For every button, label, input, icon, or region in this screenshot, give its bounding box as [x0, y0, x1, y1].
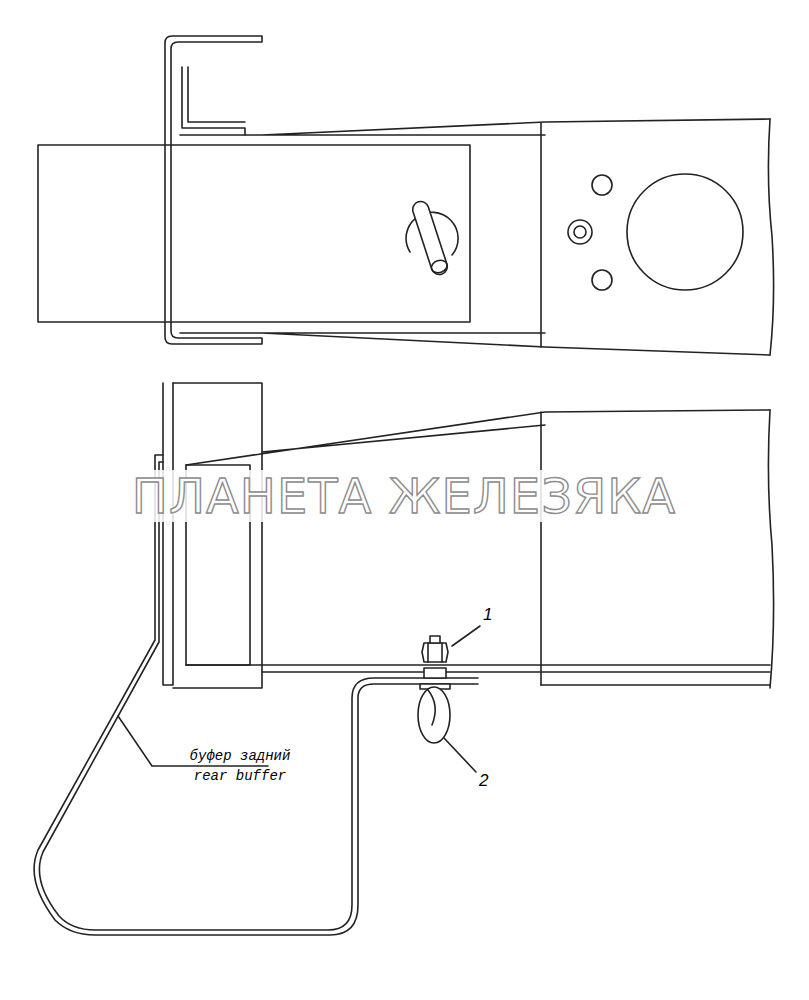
frame-joint [540, 123, 542, 347]
leader-line [444, 738, 476, 772]
end-plate [163, 383, 173, 685]
towing-hook [418, 687, 450, 743]
hole [592, 270, 612, 290]
small-bracket [182, 67, 245, 135]
large-hole [627, 174, 743, 290]
towing-hook [428, 690, 435, 725]
watermark: ПЛАНЕТА ЖЕЛЕЗЯКА [128, 470, 680, 523]
hook-pin [411, 199, 450, 276]
frame-upper [186, 410, 770, 465]
part-label: буфер задний [189, 749, 292, 764]
part-label: rear buffer [193, 769, 287, 784]
frame-top-flange [180, 119, 770, 135]
rear-buffer [34, 455, 478, 935]
cross-member [173, 383, 262, 688]
hook-bracket [165, 36, 262, 344]
leader-line [452, 626, 480, 646]
frame-lower [186, 665, 770, 685]
frame-bottom-flange [180, 333, 770, 355]
frame-joint [540, 412, 542, 685]
callout-number: 2 [478, 772, 489, 791]
hole [592, 175, 612, 195]
frame-break [768, 410, 773, 688]
insert-plate [38, 145, 470, 322]
frame-break [768, 119, 773, 355]
hole [574, 226, 586, 238]
bolt [420, 636, 450, 689]
hole [568, 220, 592, 244]
callout-number: 1 [482, 606, 493, 625]
